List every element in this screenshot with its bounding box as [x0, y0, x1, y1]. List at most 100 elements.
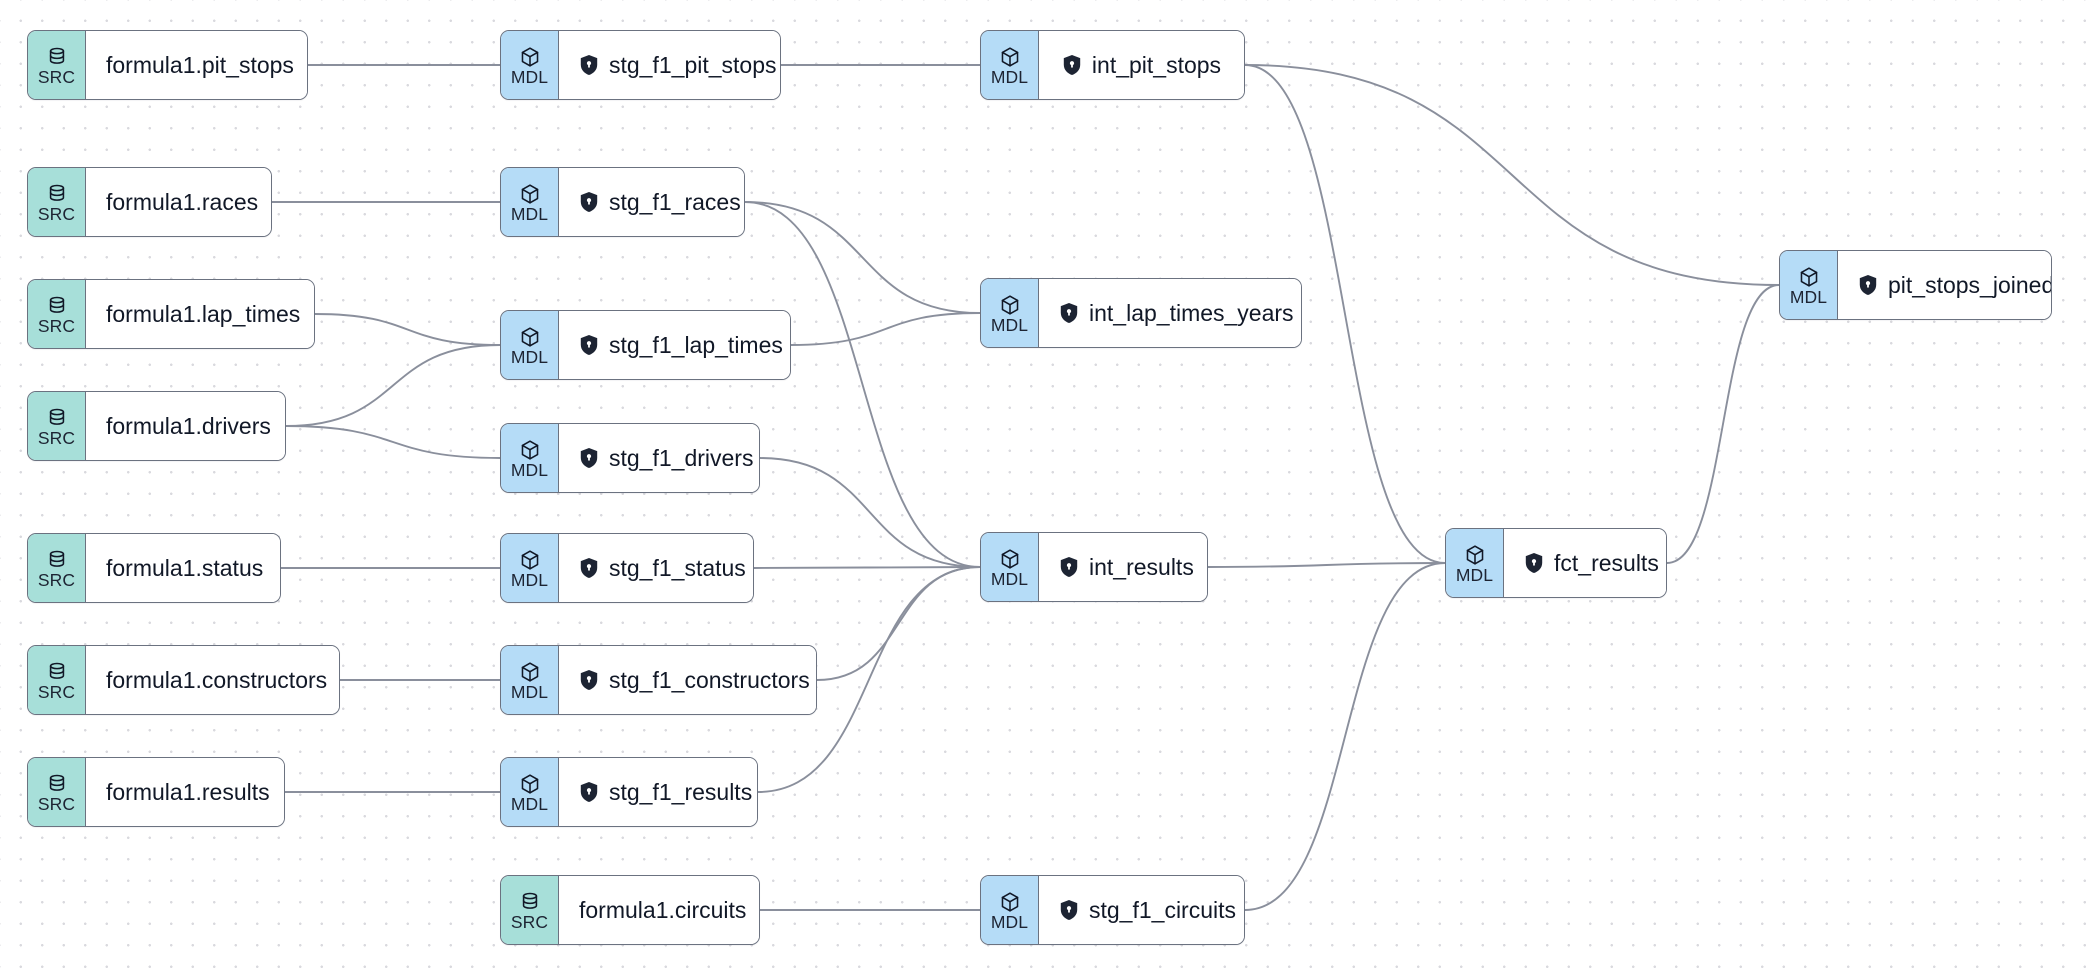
node-src_status[interactable]: SRC formula1.status: [27, 533, 281, 603]
shield-lock-icon: [1525, 553, 1543, 573]
node-stg_lap_times[interactable]: MDL stg_f1_lap_times: [500, 310, 791, 380]
database-icon: [46, 183, 68, 205]
badge-label: SRC: [37, 794, 76, 815]
cube-icon: [999, 891, 1021, 913]
edge-stg_lap_times-to-int_lap_times_years: [790, 312, 981, 346]
shield-lock-icon: [1059, 556, 1079, 578]
mdl-badge: MDL: [501, 168, 559, 236]
mdl-badge: MDL: [501, 311, 559, 379]
edge-stg_circuits-to-fct_results: [1244, 562, 1446, 911]
badge-label: SRC: [37, 428, 76, 449]
edge-int_results-to-fct_results: [1207, 562, 1446, 568]
node-body: stg_f1_results: [559, 758, 757, 826]
cube-icon: [999, 294, 1021, 316]
cube-icon: [999, 548, 1021, 570]
shield-lock-icon: [1858, 274, 1878, 296]
node-stg_pit_stops[interactable]: MDL stg_f1_pit_stops: [500, 30, 781, 100]
node-stg_constructors[interactable]: MDL stg_f1_constructors: [500, 645, 817, 715]
shield-lock-icon: [1060, 557, 1078, 577]
database-icon: [46, 295, 68, 317]
edge-stg_races-to-int_lap_times_years: [744, 201, 981, 314]
src-badge: SRC: [28, 534, 86, 602]
node-label: int_lap_times_years: [1089, 299, 1294, 326]
cube-icon: [519, 183, 541, 205]
edge-src_drivers-to-stg_lap_times: [285, 344, 501, 427]
node-src_drivers[interactable]: SRC formula1.drivers: [27, 391, 286, 461]
mdl-badge: MDL: [981, 31, 1039, 99]
shield-lock-icon: [579, 557, 599, 579]
shield-lock-icon: [579, 669, 599, 691]
shield-lock-icon: [1063, 55, 1081, 75]
badge-label: MDL: [510, 794, 549, 815]
node-body: stg_f1_drivers: [559, 424, 759, 492]
node-stg_circuits[interactable]: MDL stg_f1_circuits: [980, 875, 1245, 945]
shield-lock-icon: [580, 670, 598, 690]
shield-lock-icon: [1059, 899, 1079, 921]
database-icon: [46, 407, 68, 429]
node-label: formula1.drivers: [106, 412, 271, 439]
cube-icon: [1464, 544, 1486, 566]
database-icon: [519, 891, 541, 913]
node-label: stg_f1_status: [609, 554, 746, 581]
mdl-badge: MDL: [501, 31, 559, 99]
node-label: formula1.results: [106, 778, 270, 805]
node-stg_results[interactable]: MDL stg_f1_results: [500, 757, 758, 827]
node-label: formula1.races: [106, 188, 259, 215]
node-label: formula1.pit_stops: [106, 51, 294, 78]
node-label: stg_f1_constructors: [609, 666, 810, 693]
edge-src_lap_times-to-stg_lap_times: [314, 313, 501, 346]
node-label: stg_f1_lap_times: [609, 331, 783, 358]
edge-src_drivers-to-stg_drivers: [285, 425, 501, 459]
badge-label: SRC: [37, 204, 76, 225]
node-body: formula1.drivers: [86, 392, 285, 460]
badge-label: SRC: [37, 316, 76, 337]
mdl-badge: MDL: [501, 646, 559, 714]
shield-lock-icon: [1060, 900, 1078, 920]
database-icon: [46, 773, 68, 795]
node-src_races[interactable]: SRC formula1.races: [27, 167, 272, 237]
badge-label: MDL: [510, 347, 549, 368]
node-label: stg_f1_drivers: [609, 444, 754, 471]
badge-label: SRC: [37, 682, 76, 703]
cube-icon: [519, 326, 541, 348]
mdl-badge: MDL: [501, 424, 559, 492]
node-label: formula1.status: [106, 554, 264, 581]
src-badge: SRC: [28, 280, 86, 348]
badge-label: MDL: [1789, 287, 1828, 308]
node-body: formula1.results: [86, 758, 284, 826]
cube-icon: [999, 46, 1021, 68]
node-src_results[interactable]: SRC formula1.results: [27, 757, 285, 827]
edge-stg_status-to-int_results: [753, 566, 981, 569]
shield-lock-icon: [579, 54, 599, 76]
shield-lock-icon: [1060, 303, 1078, 323]
src-badge: SRC: [28, 758, 86, 826]
mdl-badge: MDL: [1446, 529, 1504, 597]
node-body: int_lap_times_years: [1039, 279, 1301, 347]
edge-stg_drivers-to-int_results: [759, 457, 981, 568]
src-badge: SRC: [28, 168, 86, 236]
node-body: stg_f1_circuits: [1039, 876, 1244, 944]
badge-label: MDL: [990, 912, 1029, 933]
edge-fct_results-to-pit_stops_joined: [1666, 284, 1780, 564]
node-label: stg_f1_pit_stops: [609, 51, 777, 78]
node-label: formula1.circuits: [579, 896, 747, 923]
node-stg_drivers[interactable]: MDL stg_f1_drivers: [500, 423, 760, 493]
mdl-badge: MDL: [501, 534, 559, 602]
badge-label: MDL: [990, 569, 1029, 590]
cube-icon: [519, 439, 541, 461]
node-body: stg_f1_pit_stops: [559, 31, 780, 99]
node-stg_status[interactable]: MDL stg_f1_status: [500, 533, 754, 603]
cube-icon: [519, 46, 541, 68]
